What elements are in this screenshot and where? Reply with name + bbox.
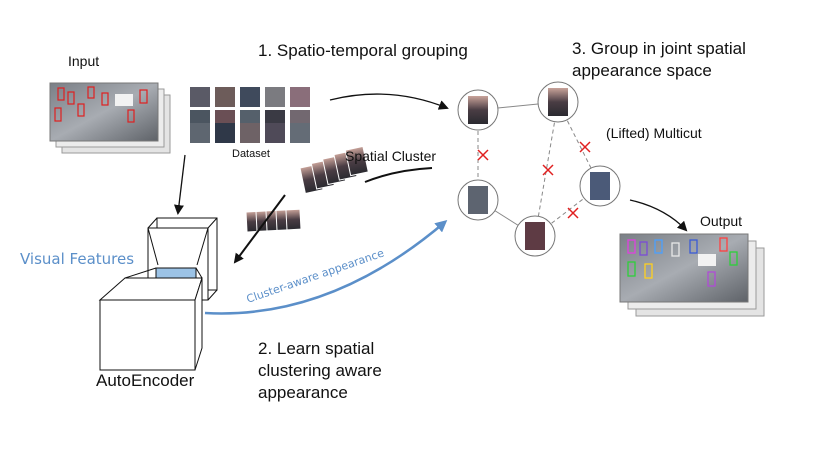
- arrow-dataset-to-graph: [329, 93, 449, 110]
- dataset-grid: [190, 87, 310, 143]
- arrow-spatial-cluster-line: [364, 167, 433, 183]
- step2-label-line3: appearance: [258, 383, 348, 402]
- output-frame-stack: [619, 233, 765, 317]
- spatial-cluster-crops: [245, 145, 369, 233]
- cut-x-icon: [567, 207, 579, 219]
- cut-x-icon: [579, 141, 591, 153]
- arrow-cluster-to-autoencoder: [233, 194, 286, 264]
- cluster-aware-arrow: [204, 220, 448, 315]
- autoencoder-label: AutoEncoder: [96, 371, 195, 390]
- autoencoder-model: [98, 217, 218, 371]
- step3-label-line1: 3. Group in joint spatial: [572, 39, 746, 58]
- step1-label: 1. Spatio-temporal grouping: [258, 41, 468, 60]
- arrow-input-to-autoencoder: [173, 154, 186, 215]
- flow-arrows: [173, 93, 688, 264]
- arrow-graph-to-output: [629, 199, 688, 232]
- graph-node-4: [579, 165, 621, 207]
- multicut-label: (Lifted) Multicut: [606, 125, 702, 141]
- step3-label-line2: appearance space: [572, 61, 712, 80]
- step2-label-line1: 2. Learn spatial: [258, 339, 375, 358]
- cut-x-icon: [477, 149, 489, 161]
- cut-markers: [477, 141, 591, 219]
- graph-node-5: [514, 215, 556, 257]
- graph-nodes: [457, 81, 621, 257]
- spatial-cluster-label: Spatial Cluster: [345, 148, 437, 164]
- graph-node-2: [537, 81, 579, 123]
- input-label: Input: [68, 53, 100, 69]
- visual-features-label: Visual Features: [20, 250, 135, 268]
- cut-x-icon: [542, 164, 554, 176]
- step2-label-line2: clustering aware: [258, 361, 382, 380]
- dataset-label: Dataset: [232, 148, 270, 160]
- edge-2-5: [534, 101, 559, 237]
- output-label: Output: [700, 213, 743, 229]
- graph-node-1: [457, 89, 499, 131]
- input-frame-stack: [49, 82, 171, 154]
- graph-node-3: [457, 179, 499, 221]
